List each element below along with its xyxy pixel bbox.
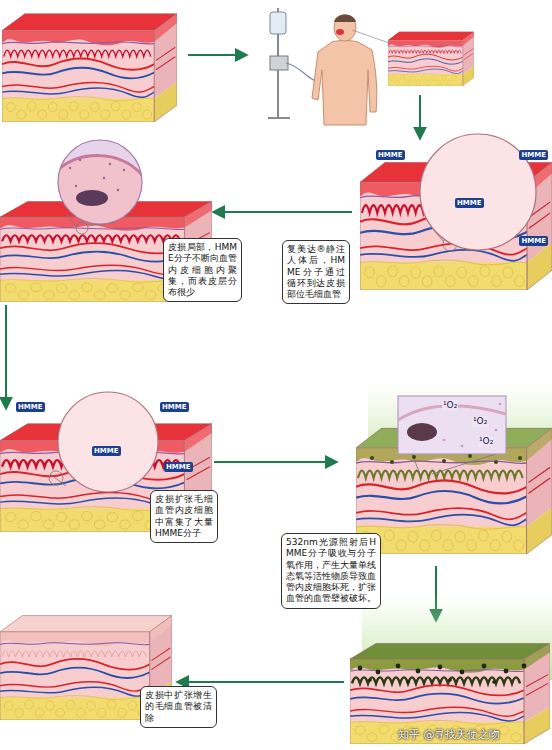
molecule-tag: HMME bbox=[519, 150, 548, 160]
molecule-tag: HMME bbox=[92, 446, 121, 456]
molecule-tag: HMME bbox=[160, 402, 189, 412]
callout-box: 皮损局部，HMME分子不断向血管内皮细胞内聚集，而表皮层分布很少 bbox=[163, 238, 242, 302]
singlet-oxygen-inset bbox=[398, 396, 506, 474]
damaged-vessels bbox=[358, 664, 527, 684]
oxygen-label: ¹O₂ bbox=[442, 400, 458, 411]
molecule-tag: HMME bbox=[455, 198, 484, 208]
cell-zoom bbox=[58, 140, 142, 234]
oxygen-label: ¹O₂ bbox=[472, 416, 488, 427]
watermark: 知乎 @寻找天使之吻 bbox=[398, 728, 501, 742]
callout-text: 复美达®静注人体后，HMME分子通过循环到达皮损部位毛细血管 bbox=[287, 244, 345, 300]
zoom-circle bbox=[49, 392, 158, 492]
molecule-tag: HMME bbox=[164, 462, 193, 472]
callout-box: 532nm光源照射后HMME分子吸收与分子氧作用，产生大量单线态氧等活性物质导致… bbox=[281, 533, 381, 609]
callout-box: 皮损中扩张增生的毛细血管被清除 bbox=[140, 686, 217, 728]
damaged-vessels bbox=[370, 454, 522, 464]
molecule-tag: HMME bbox=[519, 236, 548, 246]
skin-block bbox=[388, 32, 474, 86]
callout-box: 复美达®静注人体后，HMME分子通过循环到达皮损部位毛细血管 bbox=[282, 240, 350, 304]
skin-block bbox=[350, 643, 550, 744]
molecule-tag: HMME bbox=[16, 402, 45, 412]
skin-block bbox=[2, 14, 177, 122]
oxygen-label: ¹O₂ bbox=[478, 436, 494, 447]
callout-text: 皮损局部，HMME分子不断向血管内皮细胞内聚集，而表皮层分布很少 bbox=[168, 242, 237, 298]
callout-text: 皮损中扩张增生的毛细血管被清除 bbox=[145, 690, 212, 724]
callout-text: 皮损扩张毛细血管内皮细胞中富集了大量HMME分子 bbox=[155, 494, 213, 539]
molecule-tag: HMME bbox=[376, 150, 405, 160]
callout-box: 皮损扩张毛细血管内皮细胞中富集了大量HMME分子 bbox=[150, 490, 218, 543]
flow-arrows bbox=[6, 55, 436, 682]
callout-text: 532nm光源照射后HMME分子吸收与分子氧作用，产生大量单线态氧等活性物质导致… bbox=[286, 537, 376, 605]
patient-figure bbox=[268, 8, 392, 125]
